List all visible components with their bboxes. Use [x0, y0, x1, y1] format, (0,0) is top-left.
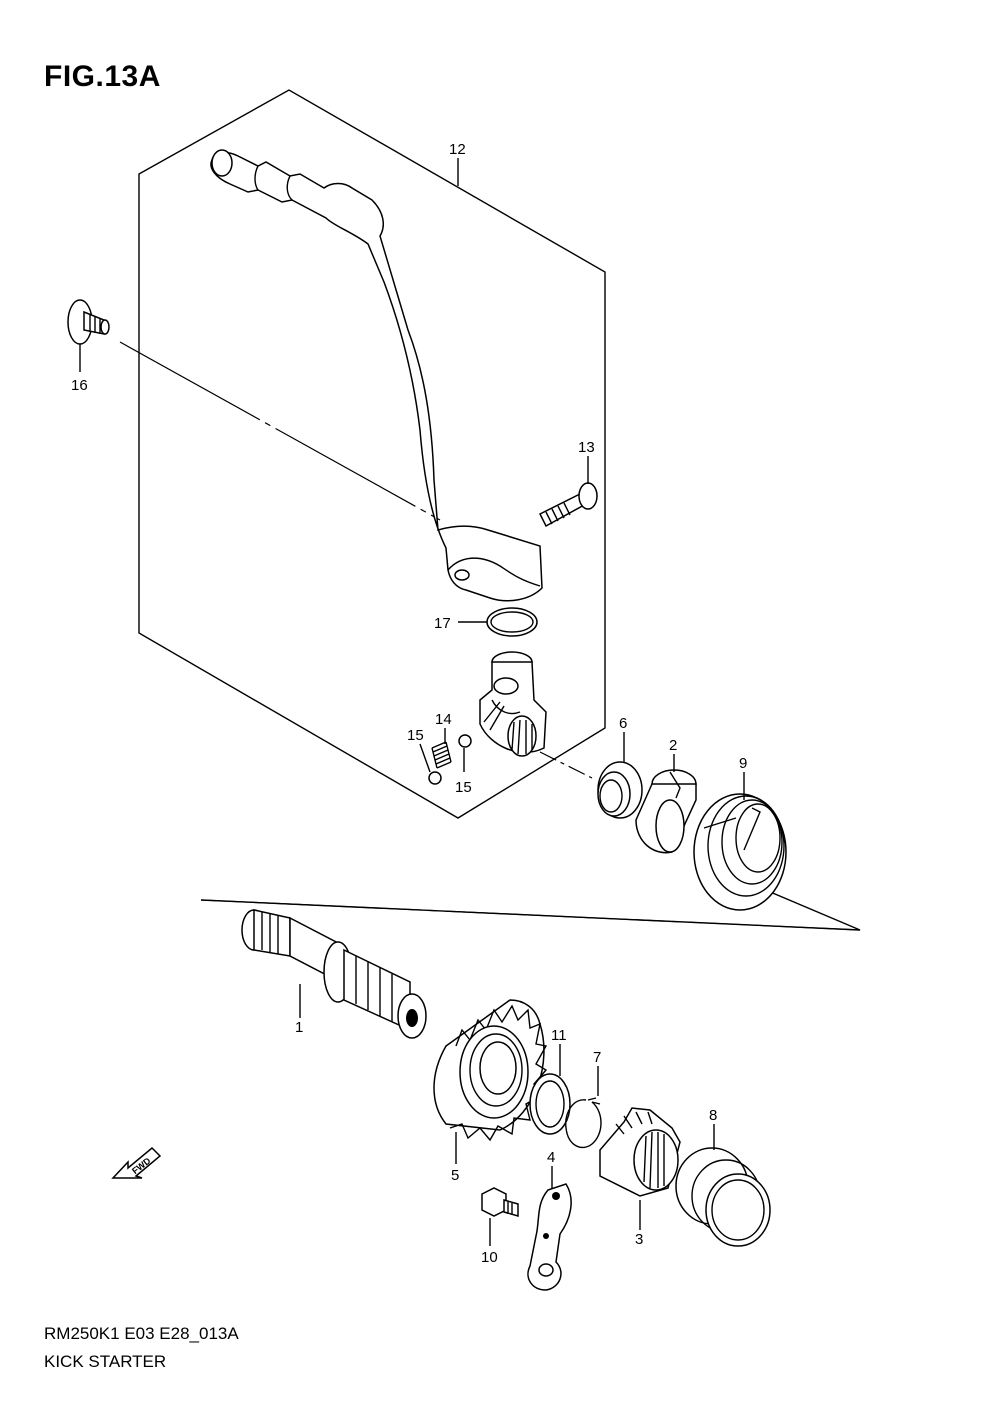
part-8-spring	[675, 1147, 771, 1247]
figure-title: FIG.13A	[44, 60, 161, 93]
callout-9: 9	[739, 755, 747, 772]
part-9-return-spring	[693, 793, 787, 911]
figure-name: KICK STARTER	[44, 1352, 167, 1371]
callout-15-lower: 15	[455, 779, 472, 796]
part-2-bushing	[635, 769, 697, 854]
part-1-kick-shaft	[241, 909, 427, 1039]
callout-3: 3	[635, 1231, 643, 1248]
callout-1: 1	[295, 1019, 303, 1036]
callout-11: 11	[551, 1027, 567, 1044]
part-17-bolt	[67, 299, 110, 345]
callout-15-upper: 15	[407, 727, 424, 744]
callout-7: 7	[593, 1049, 601, 1066]
callout-8: 8	[709, 1107, 717, 1124]
figure-code: RM250K1 E03 E28_013A	[44, 1324, 239, 1343]
callout-16: 17	[434, 615, 451, 632]
part-11-washer	[529, 1073, 571, 1135]
callout-6: 6	[619, 715, 627, 732]
part-14-spring	[431, 741, 452, 769]
callout-4: 4	[547, 1149, 555, 1166]
part-3-kick-pawl	[599, 1107, 681, 1197]
part-4-plate	[527, 1183, 572, 1291]
callout-2: 2	[669, 737, 677, 754]
part-5-kick-gear	[433, 999, 548, 1142]
callout-17: 16	[71, 377, 88, 394]
fwd-arrow-icon: FWD	[111, 1146, 162, 1179]
part-10-bolt	[481, 1187, 519, 1217]
part-7-circlip	[565, 1097, 602, 1149]
part-6-oil-seal	[597, 761, 643, 819]
callout-5: 5	[451, 1167, 459, 1184]
part-13-bolt	[538, 482, 598, 528]
lever-assembly-frame	[138, 89, 606, 819]
kick-starter-boss	[479, 651, 547, 757]
boss-to-seal-line	[539, 751, 593, 779]
callout-14: 14	[435, 711, 452, 728]
shaft-frame-top	[200, 899, 861, 931]
bolt-17-leader-line	[119, 341, 441, 521]
callout-15a-leader	[419, 743, 431, 773]
part-16-o-ring	[486, 607, 538, 637]
callout-12: 12	[449, 141, 466, 158]
part-15-ball-upper	[458, 734, 472, 748]
part-15-ball-lower	[428, 771, 442, 785]
callout-10: 10	[481, 1249, 498, 1266]
callout-13: 13	[578, 439, 595, 456]
part-12-kick-lever	[210, 149, 543, 602]
